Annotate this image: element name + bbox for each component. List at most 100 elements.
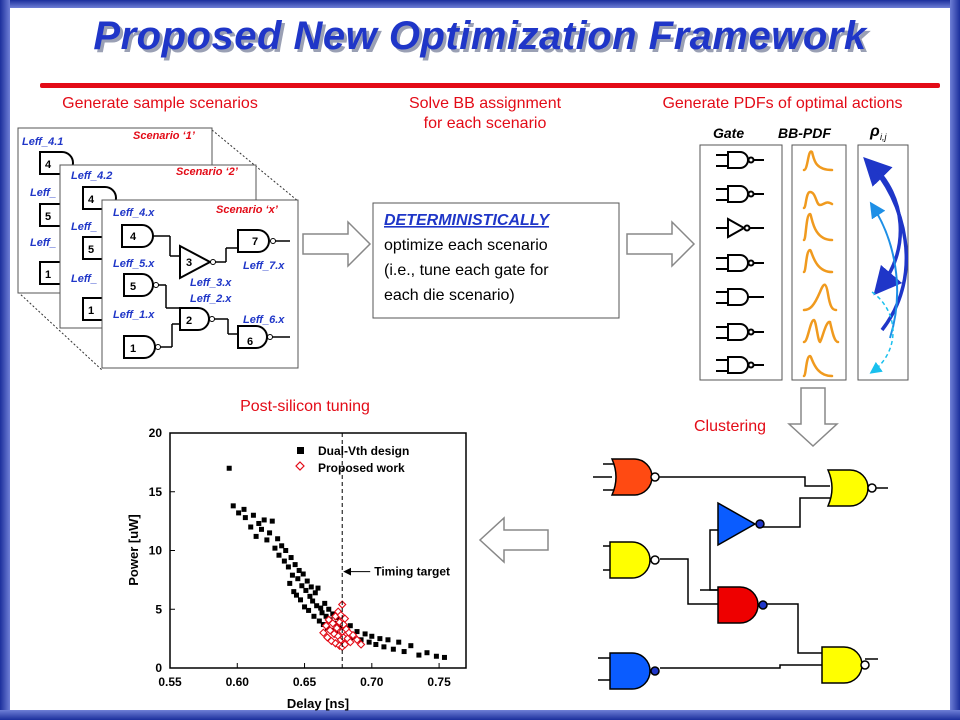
proposed-point [321, 621, 331, 630]
optimize-line-3: each die scenario) [384, 287, 515, 304]
cluster-gate-yellow-bottom-right [821, 646, 863, 684]
dual-vth-point [283, 548, 289, 553]
x-tick-label: 0.60 [226, 675, 250, 689]
dual-vth-point [281, 558, 287, 564]
dual-vth-point [292, 562, 298, 568]
pdf-curve-3 [802, 212, 834, 242]
cluster-gate-yellow-left [609, 541, 651, 579]
dual-vth-point [287, 580, 293, 586]
slide-frame-top [0, 0, 960, 8]
y-tick-label: 10 [149, 544, 163, 558]
card1-title: Scenario ‘1’ [133, 130, 196, 142]
dual-vth-point [315, 585, 321, 591]
proposed-point [331, 639, 340, 648]
card1-gate-4-label: 4 [45, 159, 52, 171]
cardx-gate-7 [237, 229, 270, 253]
proposed-point [328, 619, 338, 628]
correlation-arrow-strong-2 [870, 163, 903, 296]
dual-vth-point [330, 611, 336, 617]
cluster-gate-yellow-bottom-right-bubble [860, 660, 870, 670]
cardx-gate-3-label: 3 [186, 257, 192, 269]
dual-vth-point [307, 593, 313, 599]
dual-vth-point [316, 618, 322, 624]
dual-vth-point [276, 552, 282, 558]
dual-vth-point [302, 604, 308, 610]
dual-vth-point [299, 583, 305, 589]
cluster-gate-blue-bottom-bubble [650, 666, 660, 676]
dual-vth-point [275, 536, 281, 542]
dual-vth-point [408, 643, 414, 649]
cardx-gate-2 [179, 307, 210, 331]
dual-vth-point [326, 606, 332, 612]
x-tick-label: 0.70 [360, 675, 384, 689]
dual-vth-point [314, 603, 320, 609]
cardx-gate-4-label: 4 [130, 231, 137, 243]
label-generate-scenarios: Generate sample scenarios [62, 95, 258, 112]
card2-leff-a: Leff_4.2 [71, 170, 112, 182]
legend-marker-dual-vth [297, 447, 304, 454]
correlation-arrow-medium [869, 201, 899, 339]
pdf-curve-1 [802, 150, 834, 172]
cardx-leff-7: Leff_7.x [243, 260, 285, 272]
dual-vth-point [347, 623, 353, 629]
pdf-curve-4 [802, 248, 834, 274]
dual-vth-point [424, 650, 430, 656]
chart-ylabel: Power [uW] [126, 514, 141, 586]
card2-title: Scenario ‘2’ [176, 166, 239, 178]
proposed-point [327, 636, 336, 646]
x-tick-label: 0.55 [158, 675, 182, 689]
cardx-gate-2-label: 2 [186, 315, 192, 327]
cluster-gate-yellow-top-right-bubble [867, 483, 877, 493]
cluster-gate-blue-bottom [609, 652, 651, 690]
dual-vth-point [267, 530, 273, 536]
dual-vth-point [441, 654, 447, 660]
proposed-point [352, 635, 362, 645]
dual-vth-point [230, 503, 236, 509]
dual-vth-point [250, 512, 256, 518]
dual-vth-point [241, 506, 247, 512]
dual-vth-point [433, 653, 439, 659]
cardx-leff-4: Leff_4.x [113, 207, 155, 219]
cardx-title: Scenario ‘x’ [216, 204, 279, 216]
dual-vth-point [304, 578, 310, 584]
dual-vth-point [312, 590, 318, 596]
dual-vth-point [236, 510, 242, 516]
label-generate-pdfs: Generate PDFs of optimal actions [662, 95, 903, 112]
cardx-leff-5: Leff_5.x [113, 258, 155, 270]
cardx-leff-3: Leff_3.x [190, 277, 232, 289]
dual-vth-point [319, 610, 325, 616]
y-tick-label: 0 [155, 661, 162, 675]
chart-xlabel: Delay [ns] [287, 696, 349, 711]
scenario-card-x: Leff_4.x Scenario ‘x’ 4 Leff_5.x 5 3 Lef… [101, 199, 299, 369]
dual-vth-point [261, 517, 267, 523]
pdf-curve-2 [802, 190, 834, 210]
optimize-line-2: (i.e., tune each gate for [384, 262, 549, 279]
cluster-gate-yellow-top-right [826, 469, 869, 507]
card2-gate-5-label: 5 [88, 244, 94, 256]
cardx-gate-1-label: 1 [130, 343, 136, 355]
pdf-gate-6-icon [716, 323, 764, 341]
dual-vth-point [226, 465, 232, 471]
dual-vth-point [377, 636, 383, 642]
dual-vth-point [308, 584, 314, 590]
dual-vth-point [248, 524, 254, 530]
card2-leff-c: Leff_ [71, 273, 97, 285]
dual-vth-point [311, 613, 317, 619]
clustering-circuit [593, 458, 888, 690]
bbpdf-column [791, 144, 847, 381]
legend-dual-vth: Dual-Vth design [318, 444, 409, 458]
dual-vth-point [373, 642, 379, 647]
cardx-gate-3 [179, 244, 213, 280]
pdf-gate-4-icon [716, 254, 764, 272]
cardx-gate-5-label: 5 [130, 281, 136, 293]
dual-vth-point [366, 639, 372, 645]
y-tick-label: 20 [149, 426, 163, 440]
dual-vth-point [390, 646, 396, 652]
scenario-stack: Leff_4.1 Scenario ‘1’ 4 Leff_ 5 Leff_ 1 … [17, 127, 299, 371]
pdf-curve-7 [802, 354, 834, 378]
cardx-gate-1 [123, 335, 156, 359]
optimize-heading: DETERMINISTICALLY [384, 212, 550, 229]
slide-frame-right [950, 0, 960, 720]
proposed-point [356, 640, 366, 649]
cardx-gate-7-label: 7 [252, 236, 258, 248]
